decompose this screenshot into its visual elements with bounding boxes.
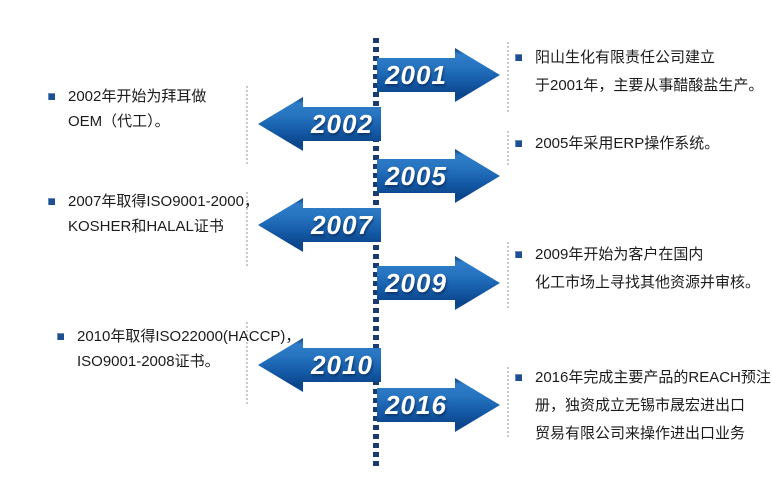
bullet-icon [48, 93, 55, 100]
event-line: 阳山生化有限责任公司建立 [535, 49, 716, 66]
year-label: 2005 [385, 161, 447, 191]
event-line: OEM（代工）。 [68, 113, 170, 130]
bullet-icon [57, 333, 64, 340]
event-line: KOSHER和HALAL证书 [68, 218, 224, 235]
divider-dotted-line [246, 86, 248, 166]
divider-dotted-line [246, 192, 248, 266]
event-text-2016: 2016年完成主要产品的REACH预注 册，独资成立无锡市晟宏进出口 贸易有限公… [515, 364, 771, 448]
year-arrow-2002: 2002 [258, 97, 381, 151]
event-line: 于2001年，主要从事醋酸盐生产。 [535, 77, 764, 94]
timeline-axis [373, 38, 379, 470]
divider-dotted-line [507, 242, 509, 310]
divider-dotted-line [507, 367, 509, 437]
year-label: 2002 [311, 109, 373, 139]
event-text-2002: 2002年开始为拜耳做 OEM（代工）。 [48, 84, 206, 134]
event-line: 2005年采用ERP操作系统。 [535, 135, 720, 152]
event-line: 2010年取得ISO22000(HACCP)， [77, 328, 301, 345]
year-arrow-2001: 2001 [377, 48, 500, 102]
event-line: ISO9001-2008证书。 [77, 353, 220, 370]
bullet-icon [515, 54, 522, 61]
bullet-icon [515, 374, 522, 381]
event-text-2007: 2007年取得ISO9001-2000， KOSHER和HALAL证书 [48, 189, 259, 239]
year-arrow-2007: 2007 [258, 198, 381, 252]
event-text-2009: 2009年开始为客户在国内 化工市场上寻找其他资源并审核。 [515, 241, 760, 297]
bullet-icon [515, 251, 522, 258]
year-label: 2007 [311, 210, 373, 240]
event-line: 册，独资成立无锡市晟宏进出口 [535, 397, 746, 414]
event-text-2001: 阳山生化有限责任公司建立 于2001年，主要从事醋酸盐生产。 [515, 44, 763, 100]
year-arrow-2005: 2005 [377, 149, 500, 203]
year-label: 2001 [385, 60, 447, 90]
event-line: 2016年完成主要产品的REACH预注 [535, 369, 771, 386]
year-label: 2010 [311, 350, 373, 380]
event-line: 2002年开始为拜耳做 [68, 88, 207, 105]
event-line: 贸易有限公司来操作进出口业务 [535, 425, 746, 442]
divider-dotted-line [507, 42, 509, 112]
divider-dotted-line [246, 322, 248, 406]
event-line: 2009年开始为客户在国内 [535, 246, 704, 263]
year-label: 2009 [385, 268, 447, 298]
year-arrow-2009: 2009 [377, 256, 500, 310]
bullet-icon [515, 140, 522, 147]
event-text-2010: 2010年取得ISO22000(HACCP)， ISO9001-2008证书。 [57, 324, 300, 374]
year-arrow-2016: 2016 [377, 378, 500, 432]
divider-dotted-line [507, 131, 509, 167]
bullet-icon [48, 198, 55, 205]
event-line: 2007年取得ISO9001-2000， [68, 193, 259, 210]
year-label: 2016 [385, 390, 447, 420]
event-text-2005: 2005年采用ERP操作系统。 [515, 130, 719, 158]
event-line: 化工市场上寻找其他资源并审核。 [535, 274, 761, 291]
